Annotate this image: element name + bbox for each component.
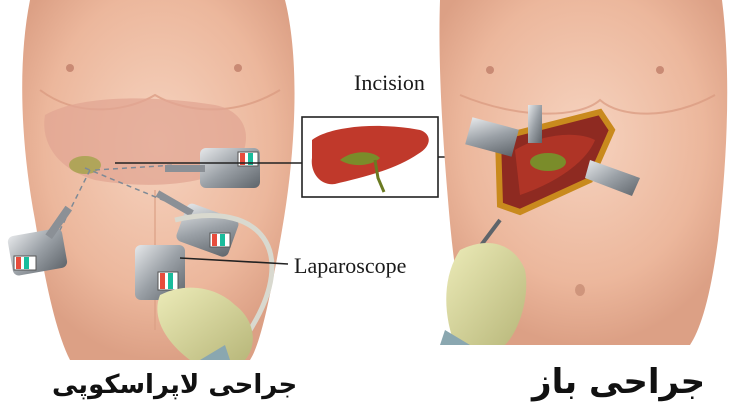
caption-laparoscopic-surgery: جراحی لاپراسکوپی — [52, 370, 297, 414]
nipple-left — [66, 64, 74, 72]
nipple-right — [234, 64, 242, 72]
caption-open-surgery: جراحی باز — [532, 362, 705, 414]
navel-right — [575, 284, 585, 296]
gallbladder-left — [69, 156, 101, 174]
gallbladder-open — [530, 153, 566, 171]
laparoscope-label: Laparoscope — [294, 253, 406, 279]
incision-label: Incision — [354, 70, 425, 96]
liver-inset — [302, 117, 438, 197]
nipple-left-open — [486, 66, 494, 74]
nipple-right-open — [656, 66, 664, 74]
